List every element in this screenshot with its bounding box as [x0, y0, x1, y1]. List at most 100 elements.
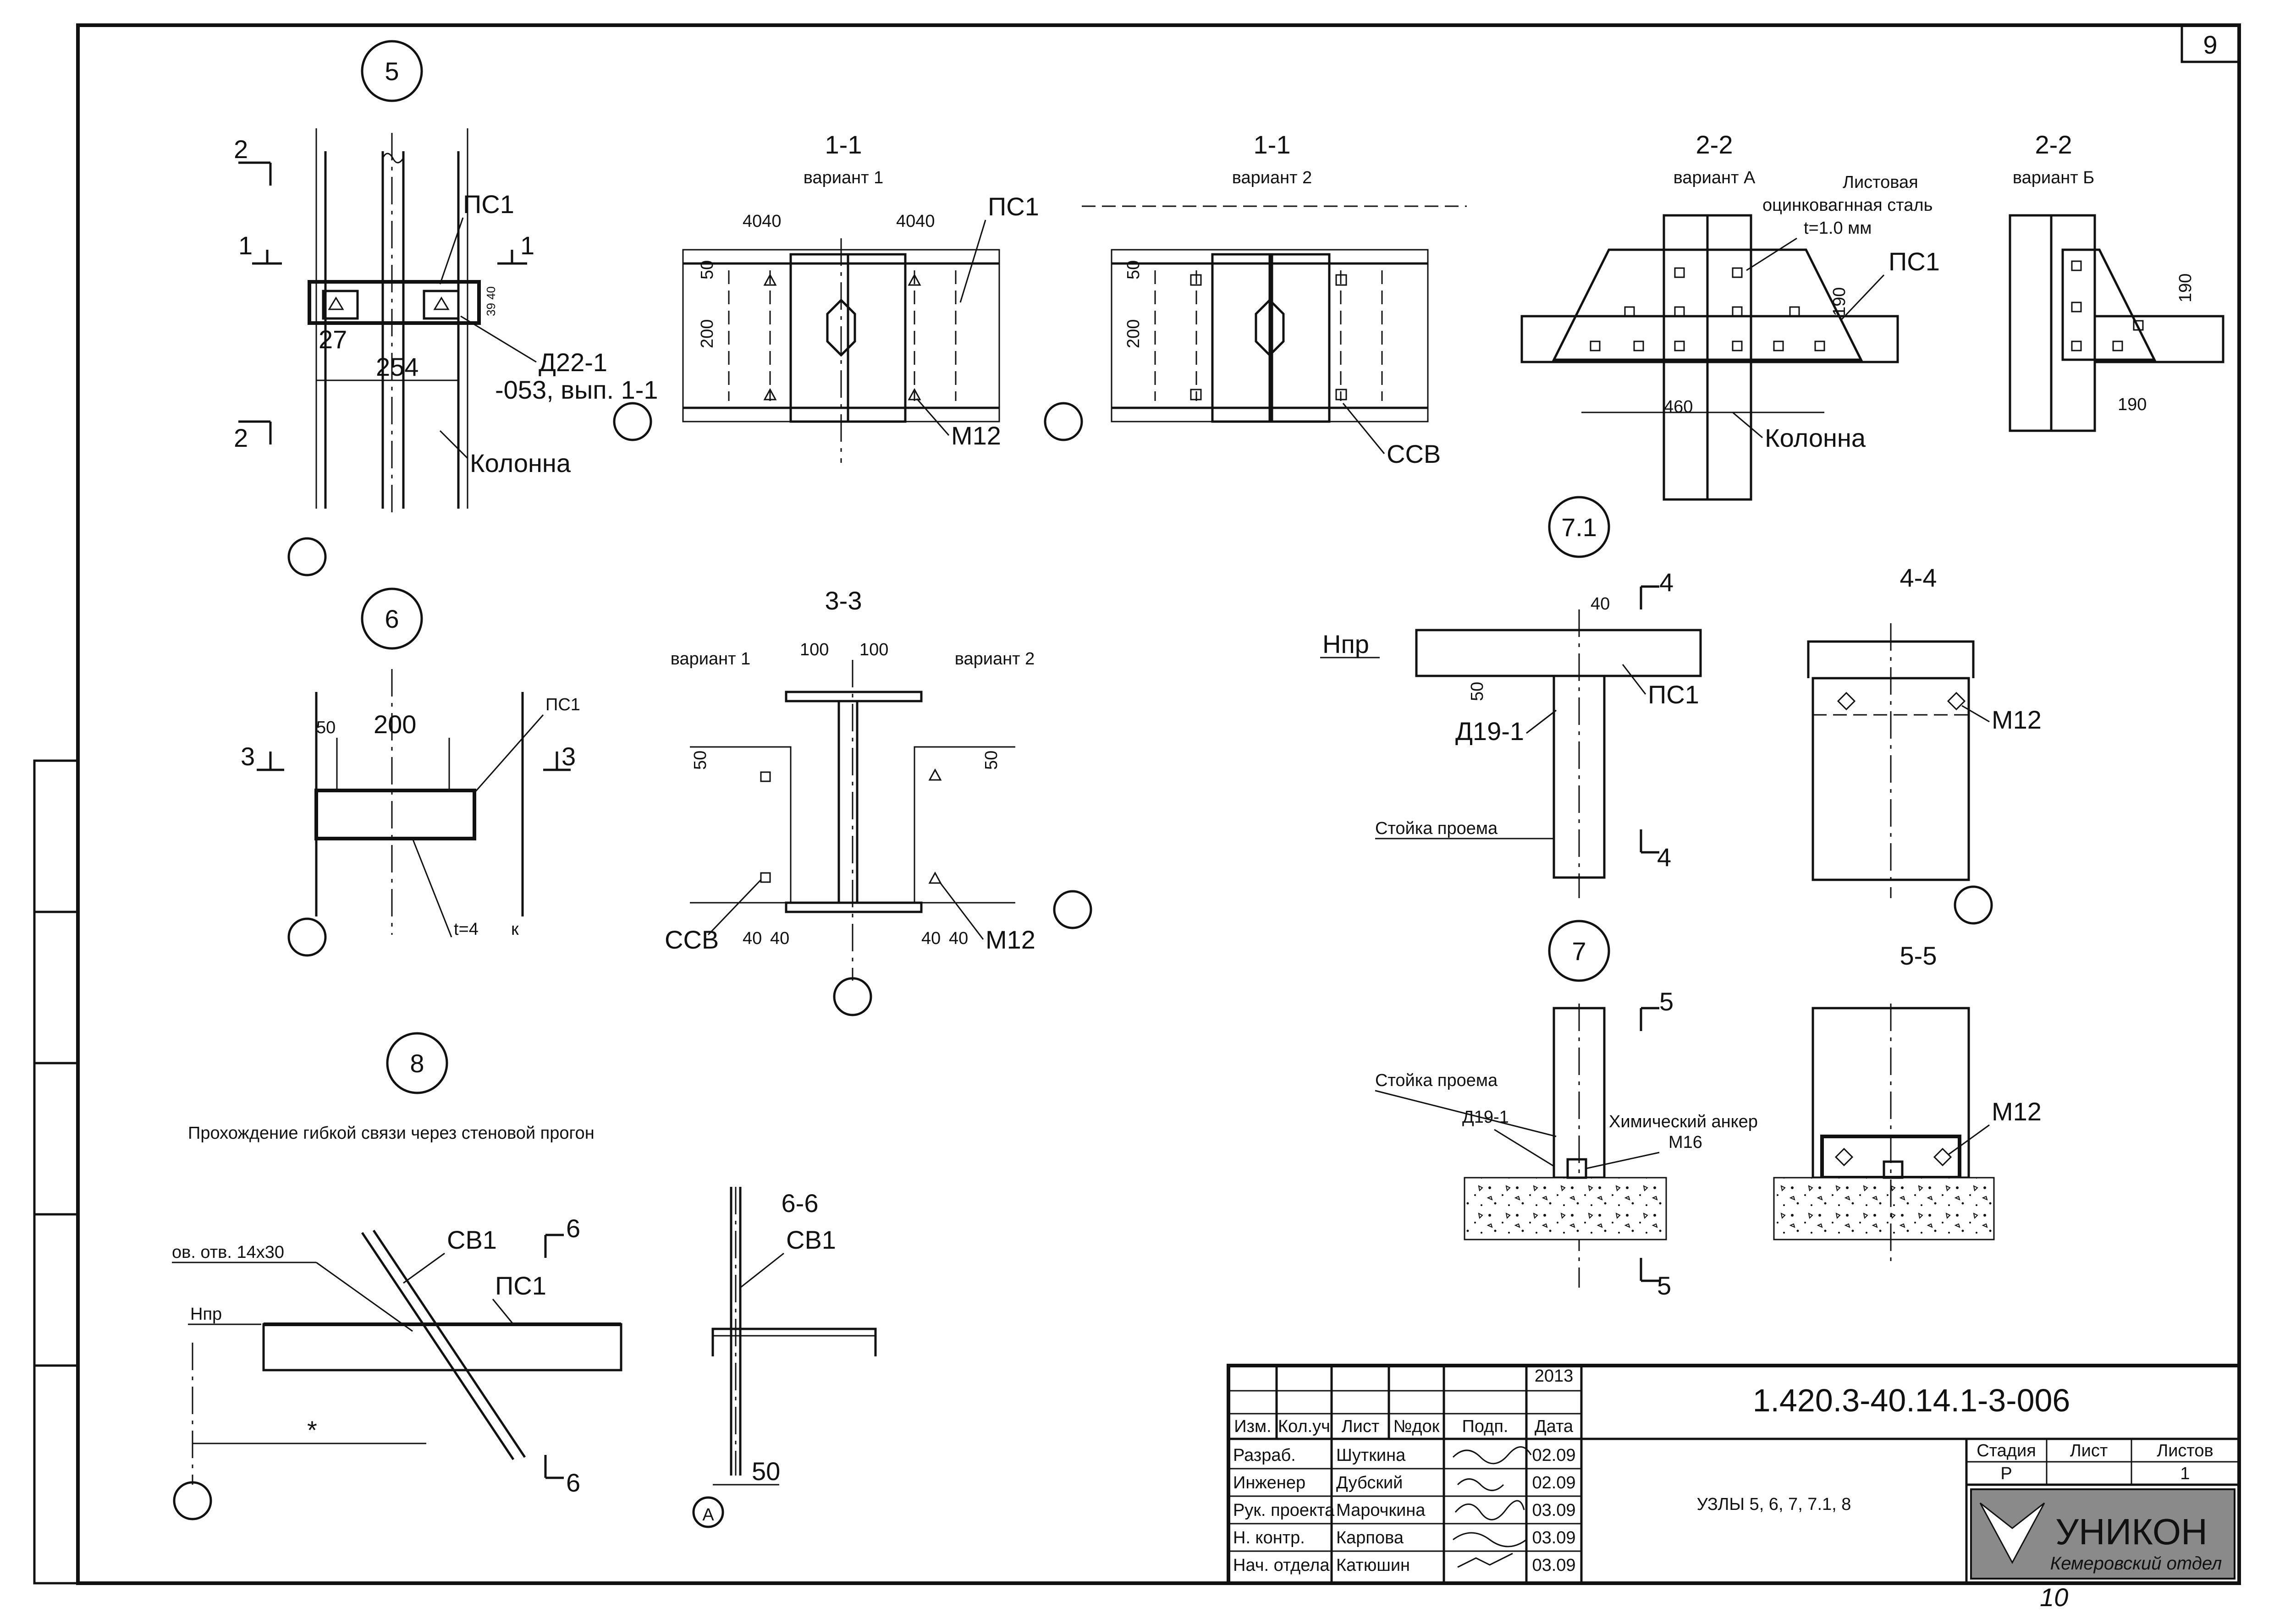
ssv-label: ССВ — [1387, 439, 1441, 468]
section-1-1-variant-2: 1-1 вариант 2 200 50 ССВ — [1044, 130, 1467, 468]
sheet-frame: 9 10 — [33, 23, 2241, 1612]
node-7-1-detail: 7.1 Нпр 40 50 Д19-1 ПС1 Стойка проема 4 … — [1320, 496, 1702, 898]
section-1-1-v1-title: 1-1 — [825, 130, 862, 159]
section-1-1-v1-variant: вариант 1 — [804, 168, 883, 187]
year-cell: 2013 — [1535, 1366, 1574, 1386]
stoyka-label: Стойка проема — [1375, 1071, 1498, 1090]
node-8-detail: 8 Прохождение гибкой связи через стеново… — [172, 1032, 622, 1520]
node-6-label: 6 — [385, 604, 399, 633]
name-cell: Катюшин — [1336, 1556, 1410, 1575]
section-4-4-title: 4-4 — [1900, 563, 1937, 592]
node-5-marker — [361, 40, 423, 102]
date-cell: 03.09 — [1532, 1528, 1575, 1547]
sheet-header: Лист — [2070, 1441, 2108, 1460]
dim-190: 190 — [1830, 287, 1849, 316]
cut-3-right: 3 — [562, 742, 576, 771]
section-6-6-title: 6-6 — [782, 1189, 819, 1218]
cut-5-bottom: 5 — [1657, 1271, 1671, 1300]
date-cell: 02.09 — [1532, 1473, 1575, 1492]
dim-50: 50 — [752, 1457, 780, 1486]
cut-5-top: 5 — [1659, 987, 1674, 1016]
dim-200: 200 — [698, 319, 717, 348]
axis-a-marker — [692, 1496, 724, 1528]
m16-label: М16 — [1668, 1133, 1702, 1152]
dim-460: 460 — [1664, 397, 1693, 417]
section-2-2-a-title: 2-2 — [1696, 130, 1733, 159]
node-5-detail: 5 2 2 1 1 ПС1 Д22-1 -053, вып. 1-1 — [234, 40, 658, 576]
dim-40: 40 — [1591, 594, 1610, 614]
ps1-label: ПС1 — [463, 190, 514, 219]
ps1-label: ПС1 — [988, 192, 1039, 221]
d22-1-label: Д22-1 — [539, 348, 607, 377]
axis-marker — [1954, 885, 1993, 925]
dim-190-vertical: 190 — [2176, 274, 2195, 302]
sheet-steel-label-2: оцинковагнная сталь — [1762, 196, 1933, 215]
section-3-3: 3-3 вариант 1 вариант 2 100 100 50 50 40… — [665, 586, 1092, 1016]
t4-label: t=4 — [454, 920, 479, 939]
col-header-kol-uch: Кол.уч — [1278, 1417, 1330, 1436]
dim-100-left: 100 — [800, 640, 829, 659]
dim-27: 27 — [319, 325, 347, 354]
npr-label: Нпр — [1322, 630, 1369, 658]
section-3-3-variant-1: вариант 1 — [671, 649, 750, 669]
dim-50: 50 — [316, 718, 336, 737]
col-header-list: Лист — [1342, 1417, 1380, 1436]
m12-label: М12 — [986, 925, 1035, 954]
axis-marker — [833, 977, 872, 1016]
cut-2-top: 2 — [234, 135, 248, 164]
section-1-1-v2-title: 1-1 — [1254, 130, 1291, 159]
ps1-label: ПС1 — [495, 1271, 546, 1300]
dim-40: 40 — [949, 929, 968, 948]
node-7-label: 7 — [1572, 937, 1586, 966]
section-3-3-title: 3-3 — [825, 586, 862, 615]
name-cell: Дубский — [1336, 1473, 1403, 1492]
sheets-header: Листов — [2157, 1441, 2213, 1460]
axis-marker — [613, 402, 652, 441]
dim-4040-right: 4040 — [896, 212, 935, 231]
logo-mark-icon — [1979, 1502, 2045, 1564]
department-name: Кемеровский отдел — [2050, 1553, 2222, 1574]
sheets-total-value: 1 — [2180, 1464, 2190, 1483]
npr-label: Нпр — [190, 1305, 222, 1324]
col-header-ndok: №док — [1393, 1417, 1440, 1436]
axis-marker — [287, 537, 327, 576]
ssv-label: ССВ — [665, 925, 719, 954]
dim-40: 40 — [743, 929, 762, 948]
section-6-6: 6-6 СВ1 50 А — [692, 1187, 877, 1528]
sheet-number: 9 — [2203, 30, 2217, 59]
section-2-2-b-title: 2-2 — [2035, 130, 2072, 159]
section-1-1-variant-1: 1-1 вариант 1 4040 4040 200 50 ПС1 М12 — [613, 130, 1039, 463]
cut-3-left: 3 — [241, 742, 255, 771]
dim-50: 50 — [982, 751, 1001, 770]
kolonna-label: Колонна — [470, 449, 571, 477]
company-name: УНИКОН — [2055, 1511, 2208, 1552]
d19-1-label: Д19-1 — [1462, 1108, 1509, 1127]
section-3-3-variant-2: вариант 2 — [955, 649, 1035, 669]
role-cell: Н. контр. — [1233, 1528, 1305, 1547]
dim-50: 50 — [691, 751, 710, 770]
ps1-label: ПС1 — [545, 695, 580, 714]
axis-a-label: А — [702, 1505, 714, 1525]
node-7-1-label: 7.1 — [1561, 513, 1597, 542]
node-8-label: 8 — [410, 1049, 424, 1078]
ps1-label: ПС1 — [1648, 680, 1699, 709]
d22-1-sublabel: -053, вып. 1-1 — [495, 375, 658, 404]
ps1-label: ПС1 — [1889, 247, 1940, 276]
cut-1-right: 1 — [520, 231, 534, 260]
axis-marker — [1044, 402, 1083, 441]
title-block: 2013 Изм. Кол.уч Лист №док Подп. Дата Ра… — [1227, 1364, 2241, 1585]
node-8-marker — [386, 1032, 448, 1094]
date-cell: 03.09 — [1532, 1501, 1575, 1520]
sv1-label: СВ1 — [786, 1225, 836, 1254]
dim-40: 40 — [921, 929, 941, 948]
role-cell: Инженер — [1233, 1473, 1305, 1492]
m12-label: М12 — [951, 421, 1001, 450]
k-label: к — [511, 920, 519, 939]
axis-marker — [173, 1481, 212, 1520]
sv1-label: СВ1 — [447, 1225, 497, 1254]
node-7-marker — [1548, 920, 1610, 982]
sheet-steel-label-3: t=1.0 мм — [1804, 219, 1872, 238]
col-header-podp: Подп. — [1462, 1417, 1509, 1436]
kolonna-label: Колонна — [1765, 423, 1866, 452]
